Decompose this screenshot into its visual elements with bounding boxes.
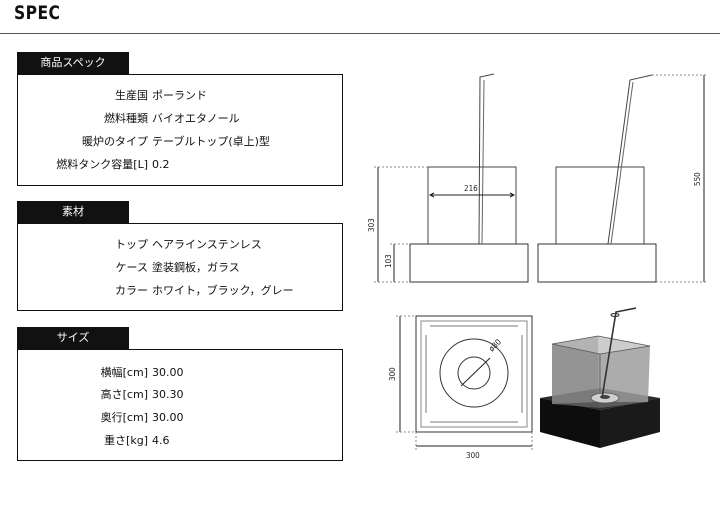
title-divider <box>0 33 720 34</box>
spec-label: 横幅[cm] <box>100 366 148 379</box>
section-title: 素材 <box>17 201 129 223</box>
spec-row: 高さ[cm] 30.30 <box>18 384 342 406</box>
spec-value: 塗装鋼板，ガラス <box>152 261 240 274</box>
front-width-label: 216 <box>464 184 478 193</box>
spec-row: 横幅[cm] 30.00 <box>18 362 342 384</box>
fireplace-product-image <box>540 307 660 448</box>
spec-value: 0.2 <box>152 158 170 171</box>
spec-table: 横幅[cm] 30.00 高さ[cm] 30.30 奥行[cm] 30.00 重さ[k… <box>17 349 343 461</box>
section-title: サイズ <box>17 327 129 349</box>
spec-table: 生産国ポーランド 燃料種類バイオエタノール 暖炉のタイプテーブルトップ(卓上)型… <box>17 74 343 186</box>
side-view-drawing <box>537 74 708 283</box>
material-section: 素材 トップヘアラインステンレス ケース塗装鋼板，ガラス カラーホワイト，ブラッ… <box>17 201 343 311</box>
spec-value: バイオエタノール <box>152 112 240 125</box>
burner-diameter-label: ø80 <box>487 337 503 353</box>
page-title: SPEC <box>14 2 61 24</box>
spec-value: 30.00 <box>152 411 184 424</box>
product-spec-section: 商品スペック 生産国ポーランド 燃料種類バイオエタノール 暖炉のタイプテーブルト… <box>17 52 343 186</box>
spec-row: 重さ[kg] 4.6 <box>18 430 342 452</box>
spec-value: 30.30 <box>152 388 184 401</box>
top-width-label: 300 <box>466 451 480 460</box>
section-title: 商品スペック <box>17 52 129 74</box>
base-height-label: 103 <box>384 254 393 268</box>
top-depth-label: 300 <box>388 367 397 381</box>
spec-label: トップ <box>115 238 148 251</box>
spec-label: 燃料種類 <box>104 112 148 125</box>
spec-label: 奥行[cm] <box>100 411 148 424</box>
spec-label: カラー <box>115 284 148 297</box>
spec-row: 暖炉のタイプテーブルトップ(卓上)型 <box>18 131 342 153</box>
spec-row: 燃料種類バイオエタノール <box>18 108 342 130</box>
spec-label: 燃料タンク容量[L] <box>56 158 148 171</box>
top-view-drawing <box>396 315 533 450</box>
spec-label: ケース <box>115 261 148 274</box>
size-section: サイズ 横幅[cm] 30.00 高さ[cm] 30.30 奥行[cm] 30.00 … <box>17 327 343 461</box>
spec-label: 重さ[kg] <box>104 434 148 447</box>
spec-table: トップヘアラインステンレス ケース塗装鋼板，ガラス カラーホワイト，ブラック，グ… <box>17 223 343 311</box>
front-view-drawing <box>374 73 529 283</box>
spec-value: 30.00 <box>152 366 184 379</box>
spec-label: 高さ[cm] <box>100 388 148 401</box>
spec-value: ホワイト，ブラック，グレー <box>152 284 294 297</box>
spec-label: 生産国 <box>115 89 148 102</box>
spec-row: トップヘアラインステンレス <box>18 234 342 256</box>
spec-label: 暖炉のタイプ <box>82 135 148 148</box>
spec-value: ヘアラインステンレス <box>152 238 262 251</box>
total-height-label: 550 <box>693 172 702 186</box>
spec-row: ケース塗装鋼板，ガラス <box>18 257 342 279</box>
spec-row: 生産国ポーランド <box>18 85 342 107</box>
spec-value: テーブルトップ(卓上)型 <box>152 135 270 148</box>
spec-row: カラーホワイト，ブラック，グレー <box>18 280 342 302</box>
spec-value: 4.6 <box>152 434 170 447</box>
spec-value: ポーランド <box>152 89 207 102</box>
spec-row: 燃料タンク容量[L] 0.2 <box>18 154 342 176</box>
spec-row: 奥行[cm] 30.00 <box>18 407 342 429</box>
front-height-label: 303 <box>367 218 376 232</box>
